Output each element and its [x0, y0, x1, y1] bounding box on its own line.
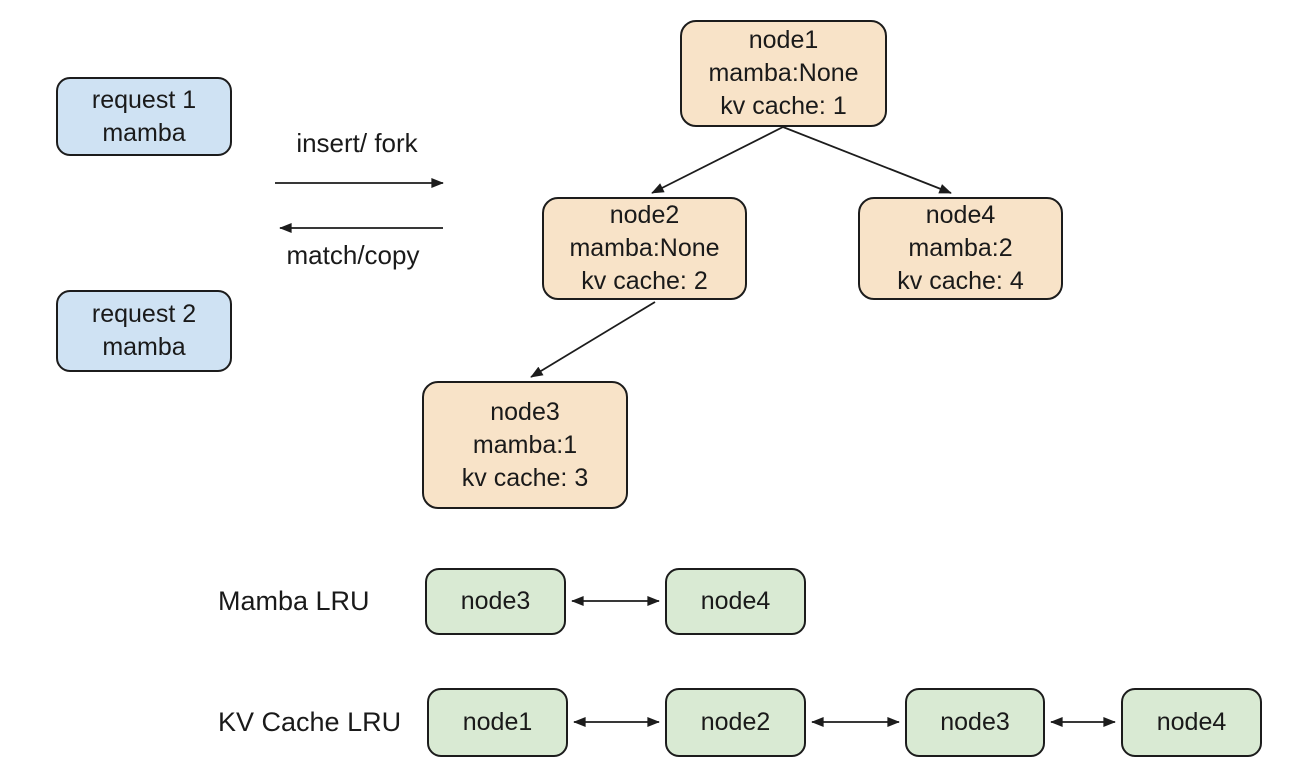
- kv-lru-node2-box: node2: [665, 688, 806, 757]
- mamba-lru-node3-label: node3: [460, 587, 531, 615]
- edge-node1-node4: [782, 126, 952, 194]
- kv-lru-node4-box: node4: [1121, 688, 1262, 757]
- tree-node4-box: node4 mamba:2 kv cache: 4: [858, 197, 1063, 300]
- edge-node2-node3: [530, 301, 656, 378]
- tree-node2-title: node2: [609, 201, 680, 229]
- tree-node2-kv: kv cache: 2: [581, 267, 708, 295]
- tree-node1-mamba: mamba:None: [708, 59, 859, 87]
- kv-lru-node4-label: node4: [1156, 708, 1227, 736]
- request-1-box: request 1 mamba: [56, 77, 232, 156]
- kv-cache-lru-label: KV Cache LRU: [218, 707, 402, 737]
- request-1-title: request 1: [91, 85, 197, 114]
- tree-node2-box: node2 mamba:None kv cache: 2: [542, 197, 747, 300]
- insert-fork-label: insert/ fork: [296, 128, 418, 158]
- request-2-subtitle: mamba: [102, 333, 186, 361]
- kv-lru-node1-box: node1: [427, 688, 568, 757]
- tree-node2-mamba: mamba:None: [569, 234, 720, 262]
- tree-node3-box: node3 mamba:1 kv cache: 3: [422, 381, 628, 509]
- mamba-lru-label: Mamba LRU: [218, 586, 370, 616]
- tree-node3-kv: kv cache: 3: [461, 463, 589, 492]
- mamba-lru-node4-label: node4: [700, 587, 771, 615]
- tree-node1-box: node1 mamba:None kv cache: 1: [680, 20, 887, 127]
- match-copy-label: match/copy: [286, 240, 420, 270]
- request-2-title: request 2: [91, 300, 197, 328]
- kv-lru-node1-label: node1: [462, 708, 533, 736]
- request-2-box: request 2 mamba: [56, 290, 232, 372]
- request-1-subtitle: mamba: [102, 118, 186, 147]
- tree-node1-kv: kv cache: 1: [720, 92, 847, 120]
- tree-node3-mamba: mamba:1: [472, 430, 578, 459]
- edge-node1-node2: [651, 126, 784, 194]
- tree-node4-mamba: mamba:2: [908, 234, 1013, 262]
- kv-lru-node2-label: node2: [700, 708, 771, 736]
- mamba-lru-node3-box: node3: [425, 568, 566, 635]
- kv-lru-node3-box: node3: [905, 688, 1045, 757]
- kv-lru-node3-label: node3: [940, 708, 1010, 736]
- tree-node4-kv: kv cache: 4: [897, 267, 1024, 295]
- tree-node4-title: node4: [925, 201, 996, 229]
- tree-node1-title: node1: [748, 26, 819, 54]
- tree-node3-title: node3: [490, 397, 560, 426]
- mamba-lru-node4-box: node4: [665, 568, 806, 635]
